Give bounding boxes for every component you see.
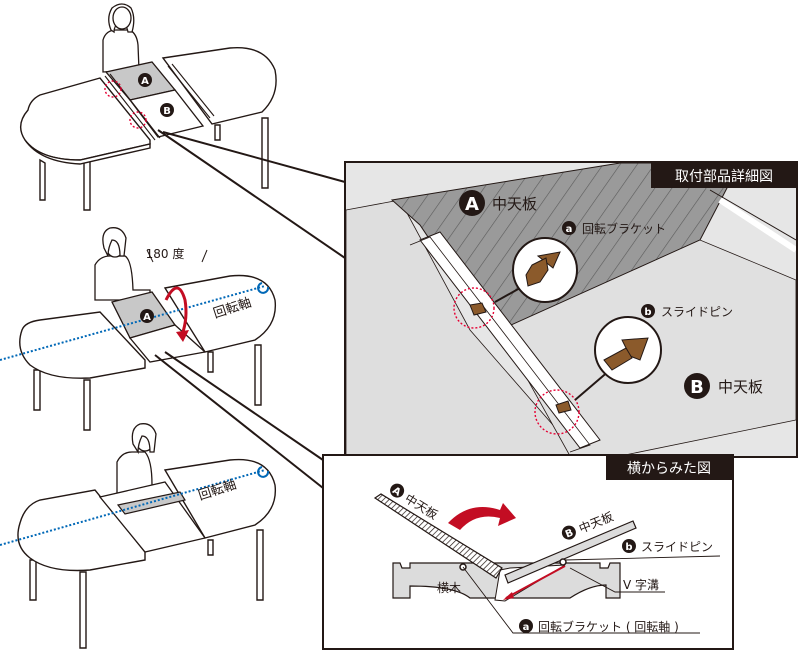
highlight-circle <box>129 111 147 129</box>
rail-label: 横木 <box>437 581 461 595</box>
v-groove-label: V 字溝 <box>623 577 659 592</box>
highlight-circle <box>534 389 580 435</box>
highlight-circle <box>453 287 495 329</box>
leader-lines-detail <box>157 129 346 259</box>
svg-text:B: B <box>564 527 575 540</box>
flip-arrow-icon <box>164 286 188 336</box>
person-figure <box>116 423 166 496</box>
detail-panel-title: 取付部品詳細図 <box>675 169 773 185</box>
slide-pin-side-label: b スライドピン <box>622 539 713 554</box>
leaf-frame <box>98 481 207 553</box>
person-figure <box>102 3 140 73</box>
slide-direction-arrow <box>505 565 566 599</box>
detail-panel: A 中天板 a 回転ブラケット b スライドピン B 中天板 取付部品詳細図 <box>344 161 798 458</box>
svg-text:a: a <box>566 224 573 235</box>
step-1-illustration: A B <box>20 3 277 211</box>
highlight-circle <box>104 80 122 98</box>
table-right-half <box>163 458 277 601</box>
step-3-illustration: 回転軸 <box>0 423 277 649</box>
detail-panel-title-tab <box>651 162 797 188</box>
rotation-bracket-callout <box>494 237 578 303</box>
slide-pin-label: b スライドピン <box>641 304 733 319</box>
board-a-label: A 中天板 <box>459 190 537 216</box>
badge-a: A <box>138 73 152 87</box>
board-a-side <box>373 493 503 579</box>
svg-text:A: A <box>141 76 149 87</box>
board-b-side <box>504 520 637 584</box>
badge-a: A <box>140 309 154 323</box>
rotation-angle-label: 180 度 <box>146 246 185 261</box>
person-figure <box>94 227 151 301</box>
svg-text:回転ブラケット ( 回転軸 ): 回転ブラケット ( 回転軸 ) <box>538 619 679 634</box>
rotation-axis-line <box>0 285 266 361</box>
rotation-axis-line <box>0 469 266 546</box>
rotation-bracket-label: a 回転ブラケット <box>562 221 666 236</box>
rotation-arrow-icon <box>257 282 270 294</box>
svg-text:A: A <box>465 194 479 215</box>
table-left-half <box>20 77 151 211</box>
svg-text:中天板: 中天板 <box>718 378 763 396</box>
badge-b: B <box>160 103 174 117</box>
rotation-arrow-icon <box>257 466 270 478</box>
side-panel-title: 横からみた図 <box>627 461 711 477</box>
side-view-panel: 横からみた図 横木 A 中天板 B 中天板 <box>322 454 734 650</box>
leader-lines-side <box>154 351 324 489</box>
svg-text:A: A <box>143 312 151 323</box>
svg-text:B: B <box>690 377 704 398</box>
table-right-half <box>163 274 277 406</box>
table-left-half <box>17 489 146 649</box>
step-2-illustration: 180 度 回転軸 A <box>0 227 277 431</box>
svg-text:中天板: 中天板 <box>492 195 537 213</box>
rotation-bracket-side-label: a 回転ブラケット ( 回転軸 ) <box>519 619 679 634</box>
svg-text:B: B <box>163 106 171 117</box>
slide-pin-callout <box>574 316 662 401</box>
svg-text:b: b <box>644 307 651 318</box>
side-panel-title-tab <box>606 455 733 480</box>
svg-text:スライドピン: スライドピン <box>641 540 713 554</box>
svg-text:a: a <box>523 622 530 633</box>
svg-text:b: b <box>625 542 632 553</box>
leaf-frame <box>128 324 207 363</box>
svg-text:回転ブラケット: 回転ブラケット <box>582 221 666 236</box>
svg-text:スライドピン: スライドピン <box>661 305 733 319</box>
table-right-half <box>161 46 277 189</box>
board-b-label: B 中天板 <box>684 373 763 399</box>
slide-pin-point <box>559 558 567 566</box>
flip-arrow-icon <box>448 503 516 530</box>
